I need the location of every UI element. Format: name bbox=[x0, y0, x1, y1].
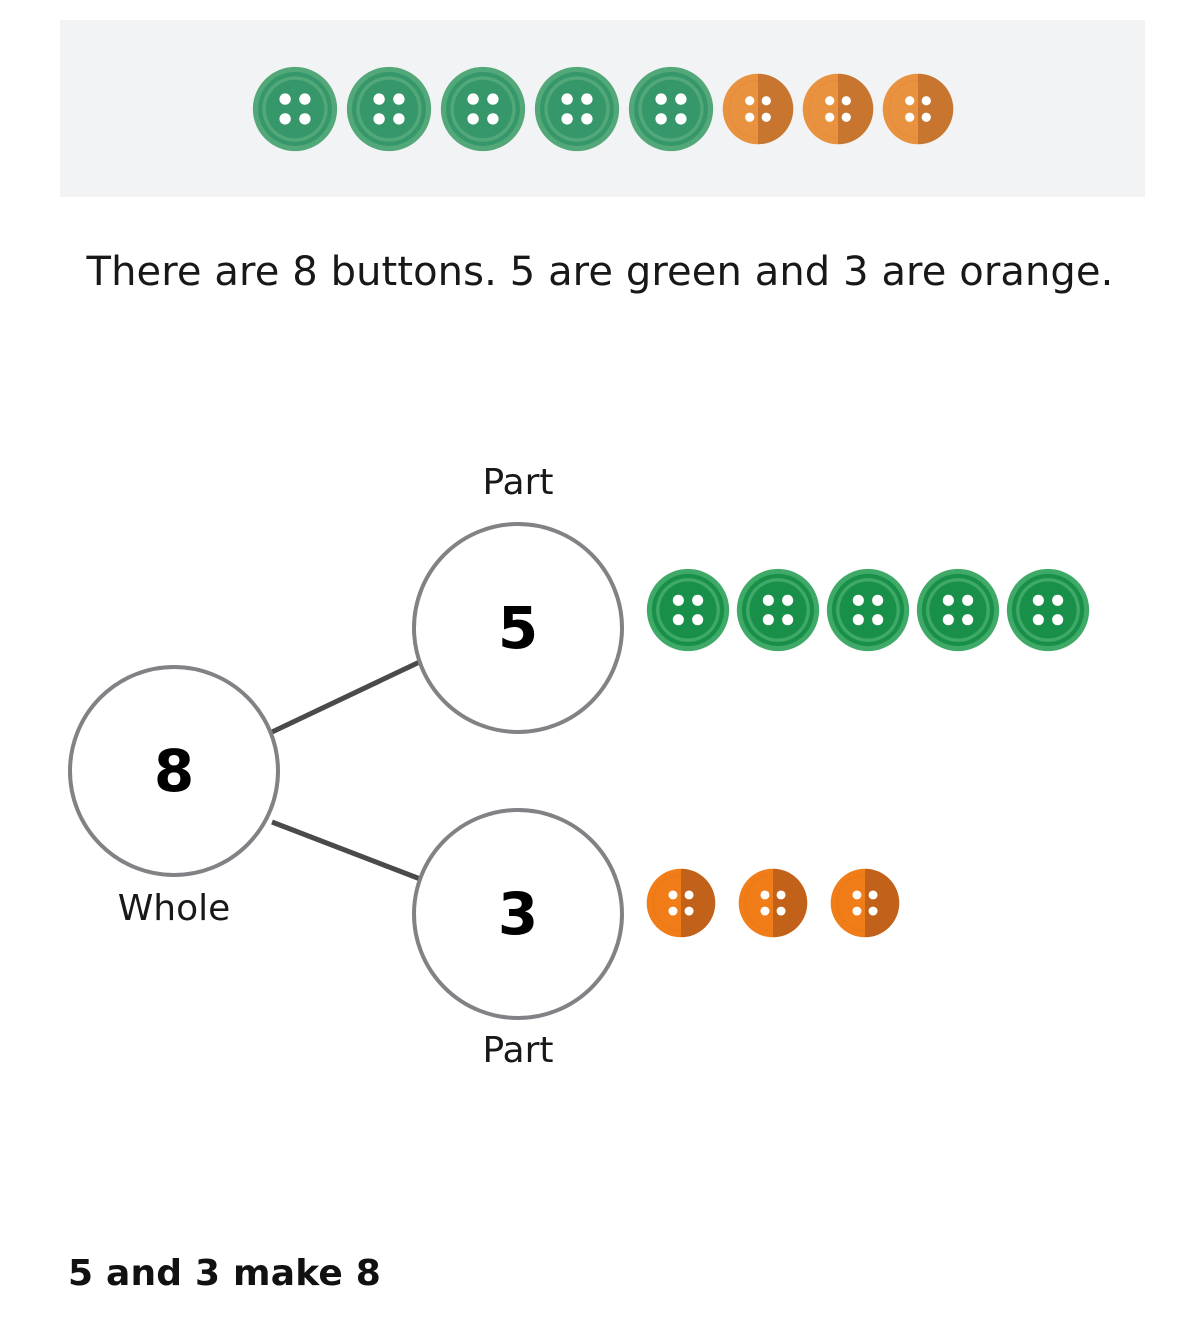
node-part-bottom-value: 3 bbox=[497, 880, 539, 948]
link-whole-to-part-bottom bbox=[271, 819, 429, 885]
orange-button-icon bbox=[802, 73, 874, 145]
orange-button-group bbox=[646, 868, 900, 938]
green-button-icon bbox=[534, 66, 620, 152]
part-whole-diagram: Part 5 8 Whole 3 Part bbox=[0, 430, 1200, 1110]
green-button-icon bbox=[736, 568, 820, 652]
node-part-top[interactable]: 5 bbox=[412, 522, 624, 734]
green-button-icon bbox=[440, 66, 526, 152]
green-button-icon bbox=[916, 568, 1000, 652]
buttons-banner bbox=[60, 20, 1145, 197]
node-whole[interactable]: 8 bbox=[68, 665, 280, 877]
problem-sentence: There are 8 buttons. 5 are green and 3 a… bbox=[86, 249, 1114, 295]
result-statement: 5 and 3 make 8 bbox=[68, 1253, 381, 1294]
label-part-top: Part bbox=[482, 462, 554, 503]
label-whole: Whole bbox=[117, 888, 231, 929]
orange-button-icon bbox=[738, 868, 808, 938]
green-button-icon bbox=[628, 66, 714, 152]
green-button-icon bbox=[1006, 568, 1090, 652]
green-button-icon bbox=[346, 66, 432, 152]
orange-button-icon bbox=[882, 73, 954, 145]
node-whole-value: 8 bbox=[153, 737, 195, 805]
green-button-icon bbox=[826, 568, 910, 652]
node-part-top-value: 5 bbox=[497, 594, 539, 662]
green-button-icon bbox=[252, 66, 338, 152]
green-button-icon bbox=[646, 568, 730, 652]
connector-lines bbox=[270, 655, 430, 885]
link-whole-to-part-top bbox=[270, 655, 430, 735]
banner-button-row bbox=[252, 66, 954, 152]
label-part-bottom: Part bbox=[482, 1030, 554, 1071]
green-button-group bbox=[646, 568, 1090, 652]
orange-button-icon bbox=[646, 868, 716, 938]
orange-button-icon bbox=[722, 73, 794, 145]
node-part-bottom[interactable]: 3 bbox=[412, 808, 624, 1020]
orange-button-icon bbox=[830, 868, 900, 938]
